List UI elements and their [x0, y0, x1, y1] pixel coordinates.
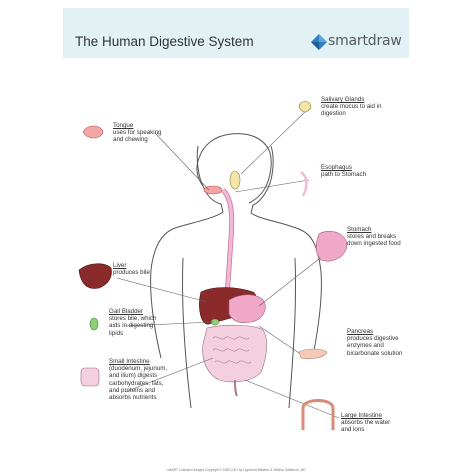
body-outline — [150, 145, 322, 409]
label-tongue-title: Tongue — [113, 122, 134, 129]
label-stomach: Stomach stores and breaks down ingested … — [347, 226, 401, 248]
head-outline — [196, 133, 272, 204]
page-title: The Human Digestive System — [75, 34, 254, 49]
esophagus-inner — [221, 188, 234, 305]
salivary-gland-icon — [298, 101, 312, 113]
gallbladder-icon — [89, 317, 99, 331]
label-tongue: Tongue uses for speaking and chewing — [113, 122, 169, 144]
label-pancreas-desc: produces digestive enzymes and bicarbona… — [347, 335, 403, 357]
copyright-footer: LifeART Collection Images Copyright © 19… — [166, 468, 306, 472]
label-stomach-title: Stomach — [347, 226, 372, 233]
stomach-organ — [228, 294, 266, 324]
header-bar: The Human Digestive System smartdraw — [63, 8, 409, 58]
liver-icon — [78, 263, 112, 289]
label-stomach-desc: stores and breaks down ingested food — [347, 233, 401, 248]
pancreas-icon — [298, 348, 328, 360]
label-small-intestine-desc: (duodenum, jejunum, and ilium) digests c… — [109, 365, 168, 402]
smartdraw-logo-icon — [311, 34, 327, 50]
diagram-page: The Human Digestive System smartdraw — [63, 8, 409, 474]
esophagus-icon — [300, 171, 308, 197]
label-gallbladder-title: Gall Bladder — [109, 308, 144, 315]
salivary-gland-organ — [229, 170, 241, 190]
label-salivary: Salivary Glands create mucus to aid in d… — [321, 96, 389, 118]
small-intestine-icon — [80, 367, 100, 387]
small-intestine-organ — [202, 324, 267, 383]
label-small-intestine-title: Small Intestine — [109, 358, 150, 365]
label-tongue-desc: uses for speaking and chewing — [113, 129, 162, 144]
digestive-diagram — [78, 101, 348, 430]
label-liver: Liver produces bile — [113, 262, 161, 276]
label-pancreas-title: Pancreas — [347, 328, 374, 335]
label-large-intestine-title: Large Intestine — [341, 412, 382, 419]
small-intestine-coils — [212, 336, 252, 364]
label-salivary-desc: create mucus to aid in digestion — [321, 103, 382, 118]
tongue-organ — [203, 185, 223, 195]
label-liver-title: Liver — [113, 262, 127, 269]
label-esophagus-desc: path to Stomach — [321, 171, 367, 179]
label-gallbladder-desc: stores bile, which aids in digesting lip… — [109, 315, 157, 337]
label-esophagus: Esophagus path to Stomach — [321, 164, 381, 178]
label-pancreas: Pancreas produces digestive enzymes and … — [347, 328, 403, 357]
stomach-icon — [315, 231, 348, 262]
tongue-icon — [82, 125, 104, 139]
label-liver-desc: produces bile — [113, 269, 150, 277]
brand-name: smartdraw — [328, 33, 402, 49]
large-intestine-icon — [301, 399, 335, 430]
label-small-intestine: Small Intestine (duodenum, jejunum, and … — [109, 358, 175, 401]
label-large-intestine: Large Intestine absorbs the water and io… — [341, 412, 401, 434]
rectum-organ — [234, 379, 238, 397]
label-large-intestine-desc: absorbs the water and ions — [341, 419, 391, 434]
label-salivary-title: Salivary Glands — [321, 96, 365, 103]
label-gallbladder: Gall Bladder stores bile, which aids in … — [109, 308, 169, 337]
label-esophagus-title: Esophagus — [321, 164, 352, 171]
